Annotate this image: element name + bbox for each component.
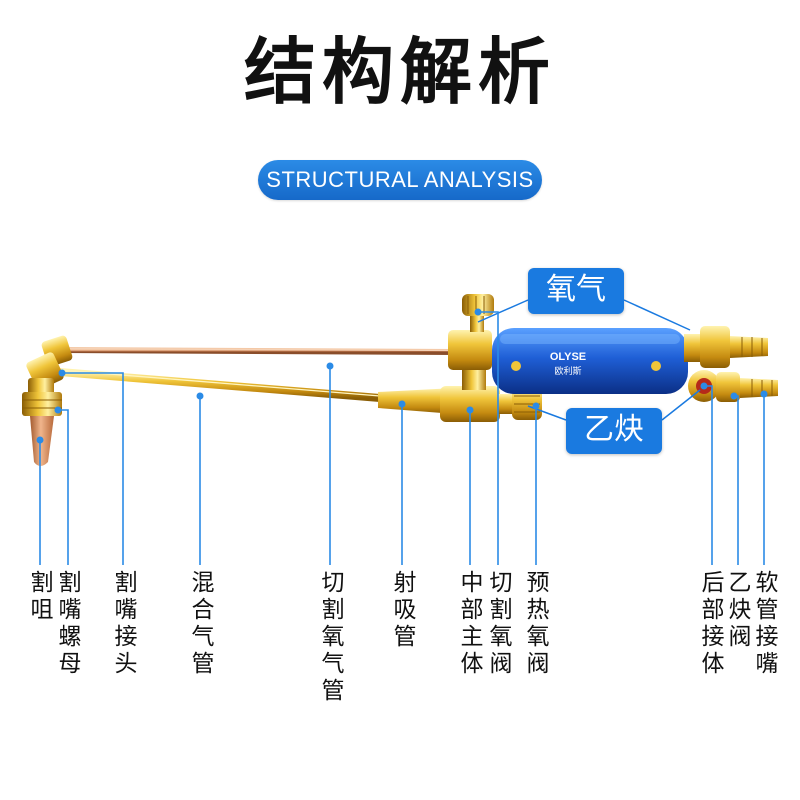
hose-nipple-shape [740, 378, 778, 398]
torch-head [22, 335, 73, 466]
oxygen-callout: 氧气 [528, 268, 624, 314]
label-tip-joint: 割嘴接头 [110, 570, 136, 678]
label-middle-body: 中部主体 [456, 570, 482, 678]
cutting-oxygen-tube-shape [61, 347, 456, 355]
tip-nut-shape [22, 392, 62, 416]
label-cutting-tip: 割咀 [26, 570, 52, 624]
label-rear-body: 后部接体 [697, 570, 723, 678]
label-hose-nipple: 软管接嘴 [751, 570, 777, 678]
handle-brand-text-cn: 欧利斯 [554, 365, 581, 377]
middle-body-shape [440, 294, 542, 422]
label-mixing-tube: 混合气管 [187, 570, 213, 678]
page-title: 结构解析 [243, 30, 556, 114]
acetylene-callout: 乙炔 [566, 408, 662, 454]
label-cutting-oxygen-valve: 切割氧阀 [485, 570, 511, 678]
label-injector-tube: 射吸管 [389, 570, 415, 651]
injector-tube-shape [378, 388, 455, 414]
leader-dots [36, 308, 768, 444]
label-acetylene-valve: 乙炔阀 [724, 570, 750, 651]
subtitle-text: STRUCTURAL ANALYSIS [266, 167, 534, 192]
handle: OLYSE 欧利斯 [492, 328, 688, 394]
subtitle-badge: STRUCTURAL ANALYSIS [258, 160, 542, 200]
label-preheat-oxygen-valve: 预热氧阀 [522, 570, 548, 678]
oxygen-callout-text: 氧气 [546, 272, 606, 307]
label-cutting-oxygen-tube: 切割氧气管 [317, 570, 343, 705]
acetylene-callout-text: 乙炔 [584, 412, 644, 447]
label-tip-nut: 割嘴螺母 [54, 570, 80, 678]
cutting-oxygen-valve-knob [462, 294, 494, 316]
handle-brand-text: OLYSE [550, 351, 586, 363]
mixing-tube-shape [59, 368, 381, 402]
